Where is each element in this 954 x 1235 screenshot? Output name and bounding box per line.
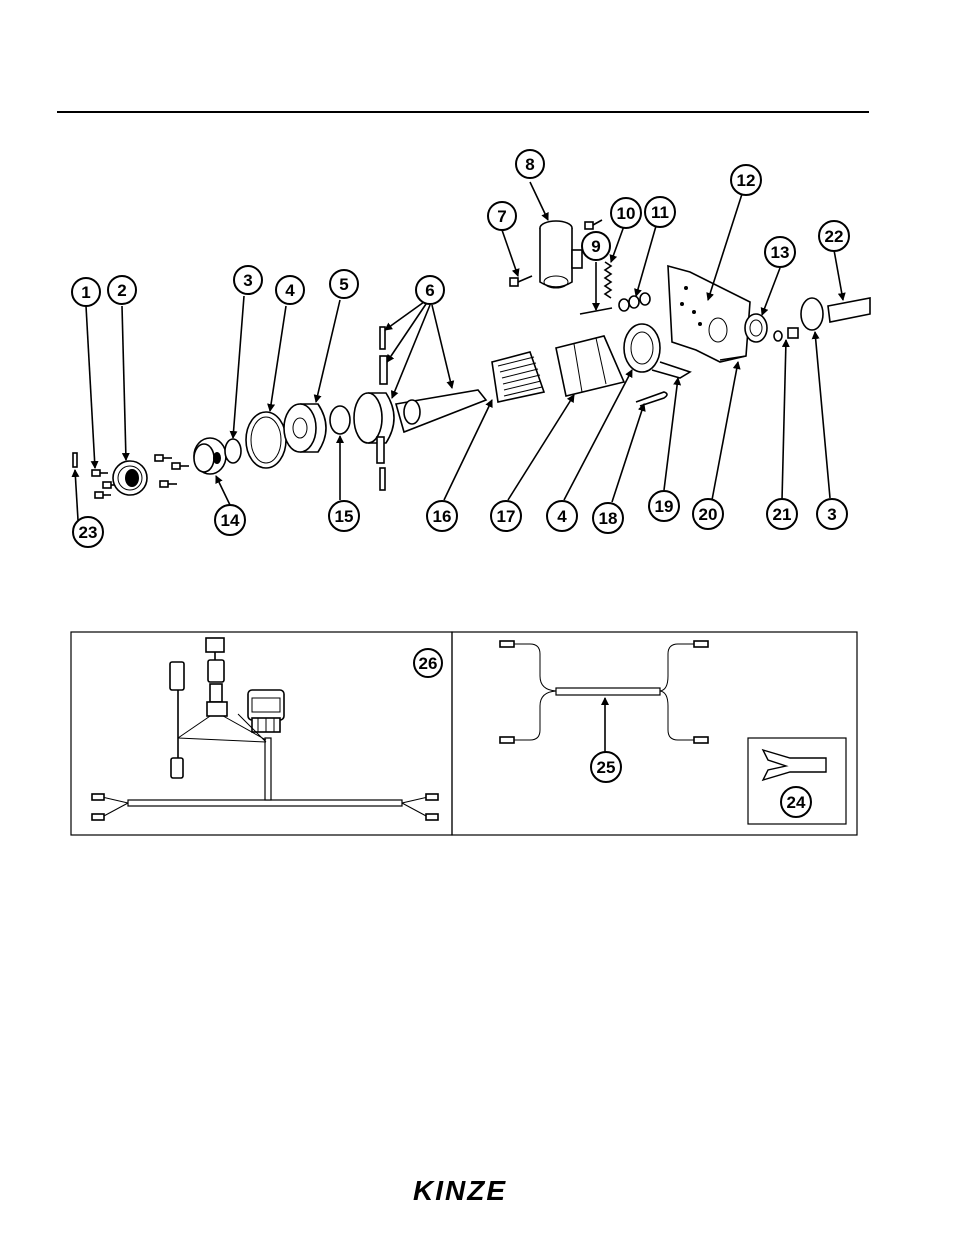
callout-26: 26 <box>414 649 442 677</box>
washer-right-part <box>801 298 823 330</box>
svg-text:6: 6 <box>425 281 434 300</box>
callout-17: 17 <box>491 501 521 531</box>
sensor-plug-bottom <box>171 758 183 778</box>
svg-text:2: 2 <box>117 281 126 300</box>
svg-text:3: 3 <box>243 271 252 290</box>
bolt-part <box>510 276 532 286</box>
callout-5: 5 <box>330 270 358 298</box>
spacer-washer-part <box>330 406 350 434</box>
svg-text:16: 16 <box>433 507 452 526</box>
svg-text:18: 18 <box>599 509 618 528</box>
svg-text:15: 15 <box>335 507 354 526</box>
harness-panel: 26 <box>71 632 452 835</box>
svg-text:7: 7 <box>497 207 506 226</box>
callout-1: 1 <box>72 278 100 306</box>
washer-part <box>225 439 241 463</box>
svg-text:9: 9 <box>591 237 600 256</box>
drive-shaft-part <box>354 327 486 490</box>
callout-24: 24 <box>781 787 811 817</box>
clutch-spring-part <box>492 352 544 402</box>
svg-text:5: 5 <box>339 275 348 294</box>
svg-text:4: 4 <box>285 281 295 300</box>
callout-11: 11 <box>645 197 675 227</box>
spade-terminal-part <box>763 750 826 780</box>
svg-text:KINZE: KINZE <box>413 1175 507 1206</box>
callout-21: 21 <box>767 499 797 529</box>
svg-text:20: 20 <box>699 505 718 524</box>
svg-text:25: 25 <box>597 758 616 777</box>
main-connector <box>248 690 284 732</box>
exploded-assembly <box>73 182 870 520</box>
svg-text:3: 3 <box>827 505 836 524</box>
housing-part <box>284 404 326 452</box>
callout-2: 2 <box>108 276 136 304</box>
svg-text:23: 23 <box>79 523 98 542</box>
callout-22: 22 <box>819 221 849 251</box>
callout-4-left: 4 <box>276 276 304 304</box>
svg-text:19: 19 <box>655 497 674 516</box>
svg-text:14: 14 <box>221 511 240 530</box>
callout-25: 25 <box>591 752 621 782</box>
callout-8: 8 <box>516 150 544 178</box>
callout-18: 18 <box>593 503 623 533</box>
nuts-washers-part <box>619 293 650 311</box>
callout-16: 16 <box>427 501 457 531</box>
sleeve-part <box>556 336 624 396</box>
hub-screws-part <box>155 455 189 487</box>
callout-4-right: 4 <box>547 501 577 531</box>
callout-12: 12 <box>731 165 761 195</box>
mounting-bracket-part <box>668 266 750 362</box>
callout-3-right: 3 <box>817 499 847 529</box>
set-screw-part <box>774 328 798 341</box>
return-spring-part <box>605 262 611 298</box>
svg-text:21: 21 <box>773 505 792 524</box>
svg-text:1: 1 <box>81 283 90 302</box>
callout-23: 23 <box>73 517 103 547</box>
svg-text:17: 17 <box>497 507 516 526</box>
callout-9: 9 <box>582 232 610 260</box>
svg-text:22: 22 <box>825 227 844 246</box>
svg-text:13: 13 <box>771 243 790 262</box>
svg-text:24: 24 <box>787 793 806 812</box>
svg-text:12: 12 <box>737 171 756 190</box>
main-harness-trunk <box>128 800 402 806</box>
sprocket-part <box>113 461 147 495</box>
callout-15: 15 <box>329 501 359 531</box>
callout-14: 14 <box>215 505 245 535</box>
hub-part <box>194 438 226 474</box>
inline-connector <box>206 638 227 716</box>
callout-13: 13 <box>765 237 795 267</box>
roll-pin-part <box>73 453 77 467</box>
cotter-pin-part <box>636 392 667 406</box>
kinze-logo: KINZE <box>413 1175 507 1206</box>
svg-text:4: 4 <box>557 507 567 526</box>
lock-collar-part <box>745 314 767 342</box>
cable-panel: 25 24 <box>452 632 857 835</box>
callout-20: 20 <box>693 499 723 529</box>
extension-cable-body <box>556 688 660 695</box>
bearing-ring-part <box>246 412 286 468</box>
callout-19: 19 <box>649 491 679 521</box>
callout-6: 6 <box>416 276 444 304</box>
sensor-plug-top <box>170 662 184 690</box>
svg-text:11: 11 <box>651 203 669 222</box>
harness-branch <box>265 738 271 800</box>
svg-text:26: 26 <box>419 654 438 673</box>
callout-3-left: 3 <box>234 266 262 294</box>
svg-text:10: 10 <box>617 204 636 223</box>
callout-10: 10 <box>611 198 641 228</box>
shaft-end-part <box>828 298 870 322</box>
callout-7: 7 <box>488 202 516 230</box>
svg-text:8: 8 <box>525 155 534 174</box>
